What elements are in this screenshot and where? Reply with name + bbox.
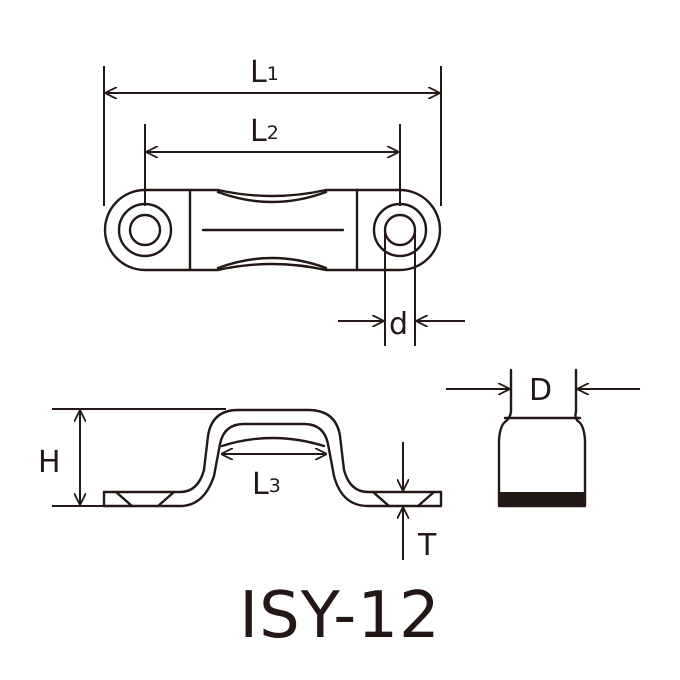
d-large-label: D bbox=[529, 373, 552, 408]
strap-outer-profile bbox=[102, 408, 443, 494]
bridge-inner-bottom bbox=[216, 256, 328, 270]
l3-label: L3 bbox=[252, 467, 281, 502]
end-view: D bbox=[446, 368, 640, 508]
side-view: H L3 T bbox=[38, 408, 443, 563]
inner-arch bbox=[220, 436, 326, 448]
right-countersink bbox=[371, 490, 436, 508]
left-countersink bbox=[114, 490, 176, 508]
top-view: L1 L2 d bbox=[103, 55, 465, 346]
end-view-base bbox=[499, 492, 585, 506]
left-hole bbox=[128, 213, 162, 247]
model-title: ISY-12 bbox=[239, 579, 441, 653]
top-view-outline bbox=[103, 188, 442, 272]
left-hole-boss bbox=[117, 202, 173, 258]
l2-label: L2 bbox=[250, 114, 279, 149]
right-hole-boss bbox=[372, 202, 428, 258]
strap-inner-profile bbox=[102, 422, 443, 508]
t-label: T bbox=[417, 528, 437, 563]
bridge-inner-top bbox=[216, 190, 328, 204]
right-hole bbox=[383, 213, 417, 247]
l1-label: L1 bbox=[250, 55, 279, 90]
h-label: H bbox=[38, 445, 61, 480]
d-label: d bbox=[389, 307, 408, 342]
